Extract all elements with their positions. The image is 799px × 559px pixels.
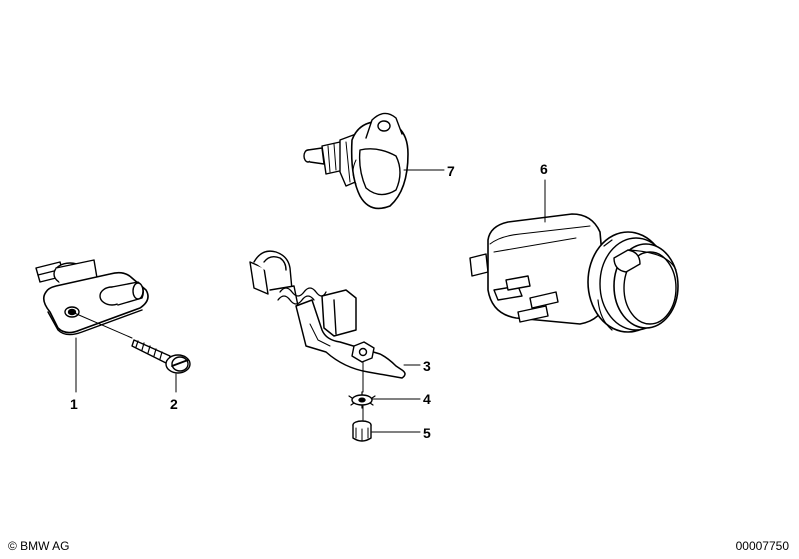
part-4-lock-washer[interactable] xyxy=(348,391,421,421)
part-6-lighter-socket[interactable] xyxy=(469,179,679,333)
part-2-screw[interactable] xyxy=(131,339,191,393)
part-1-door-contact-switch[interactable] xyxy=(35,259,149,393)
document-number: 00007750 xyxy=(735,539,789,553)
part-5-bolt[interactable] xyxy=(352,420,421,442)
callout-6: 6 xyxy=(540,161,548,177)
callout-2: 2 xyxy=(170,396,178,412)
callout-4: 4 xyxy=(423,391,431,407)
copyright-notice: © BMW AG xyxy=(8,539,70,553)
callout-1: 1 xyxy=(70,396,78,412)
callout-5: 5 xyxy=(423,425,431,441)
part-7-push-button-switch[interactable] xyxy=(303,112,445,210)
part-3-bracket[interactable] xyxy=(249,250,421,393)
callout-7: 7 xyxy=(447,163,455,179)
callout-3: 3 xyxy=(423,358,431,374)
